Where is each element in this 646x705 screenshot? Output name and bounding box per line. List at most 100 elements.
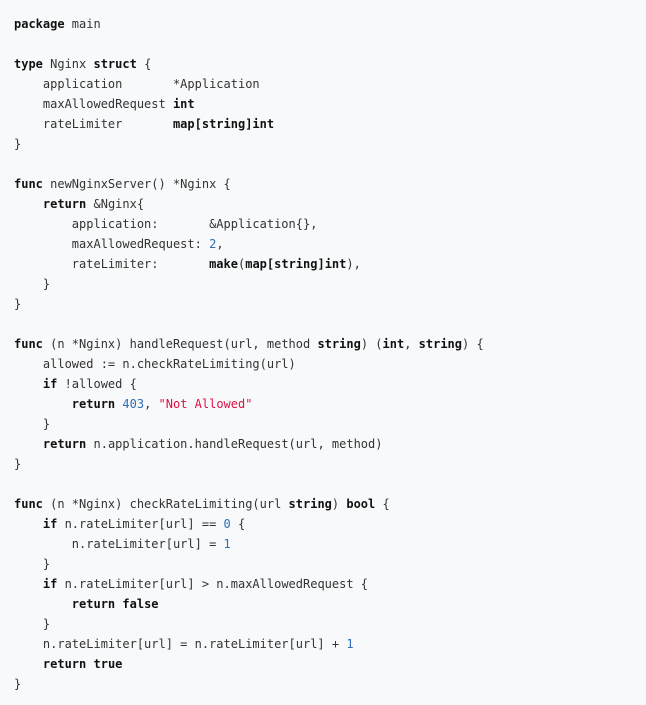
code-keyword: int — [382, 337, 405, 351]
code-keyword: return — [71, 397, 116, 411]
code-keyword: return — [42, 197, 87, 211]
code-text: ) { — [462, 337, 484, 351]
code-keyword: map[string]int — [172, 117, 275, 131]
code-text: application *Application — [14, 77, 260, 91]
code-line: rateLimiter map[string]int — [14, 114, 646, 134]
code-text: rateLimiter — [14, 117, 173, 131]
code-keyword: string — [418, 337, 462, 351]
code-keyword: func — [14, 497, 43, 511]
code-text: n.rateLimiter[url] == — [57, 517, 224, 531]
code-text — [14, 197, 43, 211]
code-text: n.rateLimiter[url] = n.rateLimiter[url] … — [14, 637, 347, 651]
code-text: application: &Application{}, — [14, 217, 318, 231]
code-line: if n.rateLimiter[url] > n.maxAllowedRequ… — [14, 574, 646, 594]
code-line: } — [14, 134, 646, 154]
code-line: func newNginxServer() *Nginx { — [14, 174, 646, 194]
code-line: application: &Application{}, — [14, 214, 646, 234]
code-text: } — [14, 557, 51, 571]
code-keyword: return — [42, 437, 87, 451]
code-line: rateLimiter: make(map[string]int), — [14, 254, 646, 274]
code-text: { — [136, 57, 152, 71]
code-number: 2 — [209, 237, 217, 251]
code-keyword: bool — [346, 497, 376, 511]
code-line: maxAllowedRequest int — [14, 94, 646, 114]
code-line: } — [14, 414, 646, 434]
code-text: n.rateLimiter[url] = — [14, 537, 224, 551]
code-line: } — [14, 294, 646, 314]
code-line — [14, 34, 646, 54]
code-text: , — [216, 237, 224, 251]
code-keyword: package — [14, 17, 65, 31]
code-line: return false — [14, 594, 646, 614]
code-text: } — [14, 457, 22, 471]
code-keyword: struct — [93, 57, 137, 71]
code-keyword: int — [172, 97, 195, 111]
code-line: return true — [14, 654, 646, 674]
code-text: n.rateLimiter[url] > n.maxAllowedRequest… — [57, 577, 369, 591]
code-text — [14, 437, 43, 451]
code-keyword: true — [93, 657, 123, 671]
code-text: , — [404, 337, 419, 351]
code-line: func (n *Nginx) checkRateLimiting(url st… — [14, 494, 646, 514]
code-keyword: return — [42, 657, 87, 671]
code-keyword: func — [14, 337, 43, 351]
code-text: ) ( — [360, 337, 383, 351]
code-text — [14, 397, 72, 411]
code-keyword: if — [42, 377, 58, 391]
code-keyword: make — [209, 257, 238, 271]
code-number: 1 — [223, 537, 231, 551]
code-text: } — [14, 617, 51, 631]
code-line: if n.rateLimiter[url] == 0 { — [14, 514, 646, 534]
code-text: ), — [346, 257, 361, 271]
code-line: return n.application.handleRequest(url, … — [14, 434, 646, 454]
code-line: return &Nginx{ — [14, 194, 646, 214]
code-line: func (n *Nginx) handleRequest(url, metho… — [14, 334, 646, 354]
code-line: return 403, "Not Allowed" — [14, 394, 646, 414]
code-text: (n *Nginx) checkRateLimiting(url — [42, 497, 289, 511]
code-line: type Nginx struct { — [14, 54, 646, 74]
code-text: newNginxServer() *Nginx { — [42, 177, 231, 191]
code-line: n.rateLimiter[url] = n.rateLimiter[url] … — [14, 634, 646, 654]
code-text: } — [14, 277, 51, 291]
code-text: main — [64, 17, 101, 31]
code-line: } — [14, 614, 646, 634]
code-text: , — [144, 397, 159, 411]
code-text: ) — [331, 497, 347, 511]
code-line — [14, 154, 646, 174]
code-line: application *Application — [14, 74, 646, 94]
code-line: } — [14, 674, 646, 694]
code-text: (n *Nginx) handleRequest(url, method — [42, 337, 318, 351]
code-string: "Not Allowed" — [158, 397, 253, 411]
code-keyword: string — [288, 497, 332, 511]
code-text — [14, 517, 43, 531]
code-text: &Nginx{ — [86, 197, 145, 211]
code-text — [14, 577, 43, 591]
code-text: !allowed { — [57, 377, 137, 391]
code-text: ( — [237, 257, 246, 271]
code-keyword: string — [317, 337, 361, 351]
code-line — [14, 474, 646, 494]
code-line: if !allowed { — [14, 374, 646, 394]
code-keyword: false — [122, 597, 159, 611]
code-text: { — [230, 517, 246, 531]
code-text: maxAllowedRequest — [14, 97, 173, 111]
code-text — [14, 377, 43, 391]
code-text: } — [14, 297, 22, 311]
code-text: } — [14, 417, 51, 431]
code-line: maxAllowedRequest: 2, — [14, 234, 646, 254]
code-text: rateLimiter: — [14, 257, 210, 271]
code-text: n.application.handleRequest(url, method) — [86, 437, 383, 451]
code-line — [14, 314, 646, 334]
code-text — [14, 657, 43, 671]
code-line: } — [14, 274, 646, 294]
code-text — [14, 597, 72, 611]
code-keyword: if — [42, 517, 58, 531]
code-text: { — [375, 497, 390, 511]
code-line: package main — [14, 14, 646, 34]
code-line: n.rateLimiter[url] = 1 — [14, 534, 646, 554]
code-number: 403 — [122, 397, 145, 411]
code-number: 0 — [223, 517, 231, 531]
code-keyword: map[string]int — [245, 257, 347, 271]
code-number: 1 — [346, 637, 354, 651]
